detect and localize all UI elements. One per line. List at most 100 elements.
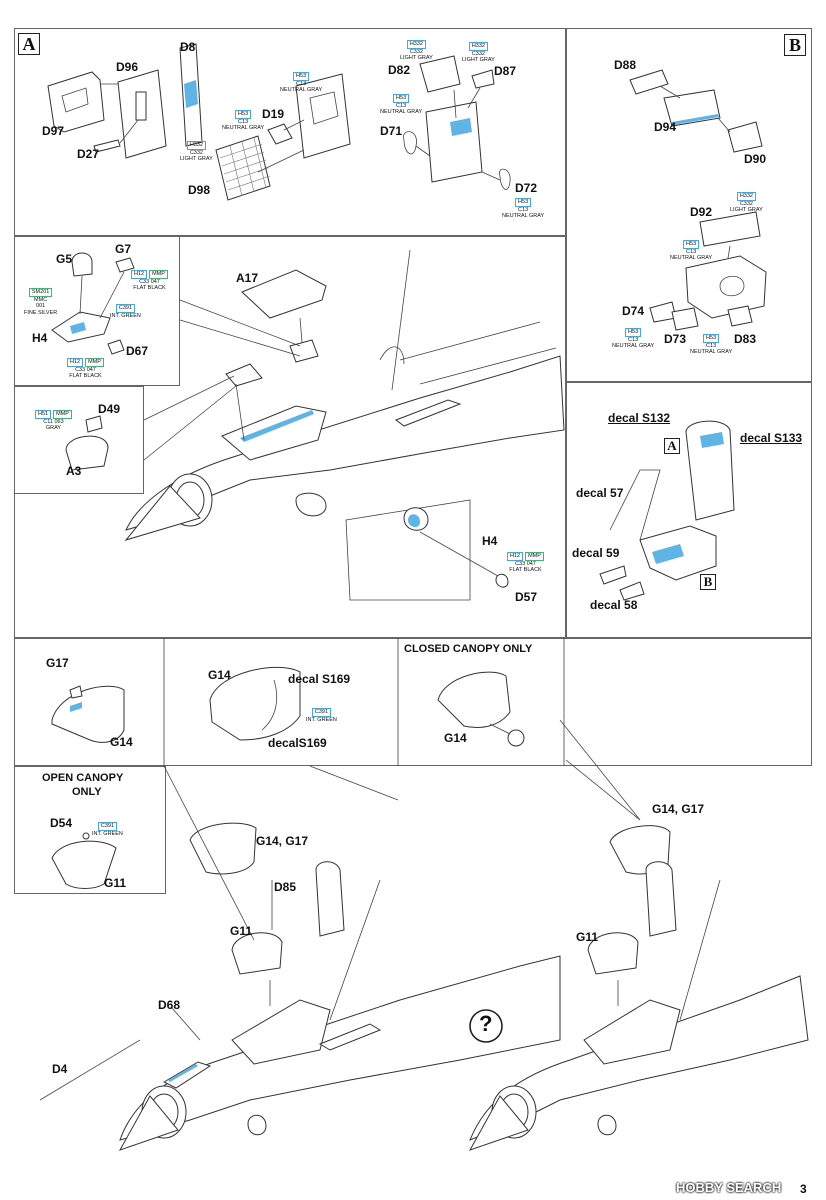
part-label-d83: D83 (734, 332, 757, 346)
panel-frame-b (566, 28, 812, 382)
paint-name: FLAT BLACK (133, 285, 166, 291)
open-canopy-title-line1: OPEN CANOPY (42, 772, 124, 784)
paint-code: C11 (43, 418, 53, 425)
paint-name: LIGHT GRAY (400, 55, 433, 61)
paint-code: H53 (235, 110, 252, 119)
paint-code: H51 (35, 410, 52, 419)
paint-tag-d83: H53 C13 NEUTRAL GRAY (690, 334, 732, 356)
part-label-h4-cockpit: H4 (482, 534, 498, 548)
paint-name: NEUTRAL GRAY (690, 349, 733, 355)
part-label-g5: G5 (56, 252, 73, 266)
part-label-d4: D4 (52, 1062, 68, 1076)
paint-code: C332 (471, 50, 485, 57)
paint-code: H53 (393, 94, 410, 103)
open-canopy-parts (51, 832, 117, 889)
part-label-d85: D85 (274, 880, 297, 894)
paint-code: MMP (149, 270, 168, 279)
part-label-d19: D19 (262, 107, 285, 121)
paint-code: H53 (293, 72, 310, 81)
paint-code: H332 (406, 40, 426, 49)
part-label-g11-left: G11 (230, 924, 253, 938)
decal-label-s133: decal S133 (740, 431, 803, 445)
panel-frame-a (14, 28, 566, 236)
paint-code: H332 (468, 42, 488, 51)
part-label-d98: D98 (188, 183, 211, 197)
paint-name: FLAT BLACK (69, 373, 102, 379)
paint-code: C13 (396, 102, 407, 109)
part-label-d71: D71 (380, 124, 403, 138)
decal-label-s169-top: decal S169 (288, 672, 351, 686)
paint-name: INT. GREEN (92, 830, 123, 837)
panel-frame-inset-a3 (14, 386, 144, 494)
part-label-g11-inset: G11 (104, 876, 127, 890)
part-label-g17: G17 (46, 656, 69, 670)
paint-code: 047 (86, 366, 96, 373)
part-label-d67: D67 (126, 344, 149, 358)
ejection-seat (599, 420, 735, 601)
paint-code: H53 (683, 240, 700, 249)
part-label-g14-closed: G14 (444, 731, 467, 745)
paint-name: NEUTRAL GRAY (380, 109, 423, 115)
closed-canopy-title: CLOSED CANOPY ONLY (404, 643, 533, 655)
part-label-d73: D73 (664, 332, 687, 346)
paint-tag-d72: H53 C13 NEUTRAL GRAY (502, 198, 544, 220)
paint-code: C33 (75, 366, 86, 373)
paint-tag-d92-a: H332 C332 LIGHT GRAY (730, 192, 763, 214)
paint-name: INT. GREEN (306, 716, 337, 723)
paint-code: MMP (53, 410, 72, 419)
paint-code: C13 (238, 118, 249, 125)
part-label-d97: D97 (42, 124, 65, 138)
part-label-d92: D92 (690, 205, 713, 219)
part-label-d54: D54 (50, 816, 73, 830)
section-a-marker: A (18, 33, 40, 55)
paint-name: LIGHT GRAY (180, 156, 213, 162)
paint-code: H53 (703, 334, 720, 343)
paint-code: C332 (739, 200, 753, 207)
paint-code: C13 (296, 80, 307, 87)
part-label-d82: D82 (388, 63, 411, 77)
paint-code: C33 (515, 560, 526, 567)
paint-name: FINE SILVER (24, 309, 58, 316)
part-label-g14-g17-right: G14, G17 (652, 802, 705, 816)
part-label-d88: D88 (614, 58, 637, 72)
inset-nose-parts (51, 252, 301, 471)
question-mark: ? (479, 1011, 493, 1036)
paint-code: H332 (186, 141, 206, 150)
paint-tag-d87: H332 C332 LIGHT GRAY (462, 42, 495, 64)
part-label-g11-right: G11 (576, 930, 599, 944)
paint-name: LIGHT GRAY (730, 207, 763, 213)
paint-code: C391 (97, 822, 118, 831)
paint-tag-d74: H53 C13 NEUTRAL GRAY (612, 328, 654, 350)
paint-tag-d92-b: H53 C13 NEUTRAL GRAY (670, 240, 712, 262)
panel-frame-open-canopy (14, 766, 166, 894)
paint-tag-g14: C391 INT. GREEN (306, 708, 337, 723)
paint-code: H12 (507, 552, 524, 561)
paint-name: NEUTRAL GRAY (222, 125, 265, 131)
decal-label-59: decal 59 (572, 546, 620, 560)
paint-code: C13 (628, 336, 639, 343)
paint-tag-d54: C391 INT. GREEN (92, 822, 123, 837)
panel-b-parts (629, 69, 767, 331)
decal-label-s132: decal S132 (608, 411, 671, 425)
paint-name: GRAY (45, 425, 62, 431)
decal-label-s169-bottom: decalS169 (268, 736, 327, 750)
paint-code: H53 (625, 328, 642, 337)
part-label-a3: A3 (66, 464, 82, 478)
jet-nose-upper (124, 249, 565, 601)
part-label-a17: A17 (236, 271, 259, 285)
jet-bottom-right (468, 759, 809, 1151)
paint-code: 001 (36, 303, 46, 309)
section-a-ref-marker: A (664, 438, 680, 454)
paint-name: NEUTRAL GRAY (280, 87, 323, 93)
part-label-g14-left: G14 (110, 735, 133, 749)
part-label-d94: D94 (654, 120, 677, 134)
paint-name: NEUTRAL GRAY (502, 213, 545, 219)
part-label-d57: D57 (515, 590, 538, 604)
part-label-g14-mid: G14 (208, 668, 231, 682)
panel-frame-canopy-top (14, 638, 812, 766)
paint-name: FLAT BLACK (509, 567, 542, 573)
part-label-g7: G7 (115, 242, 132, 256)
hobby-search-watermark: HOBBY SEARCH (676, 1180, 782, 1195)
